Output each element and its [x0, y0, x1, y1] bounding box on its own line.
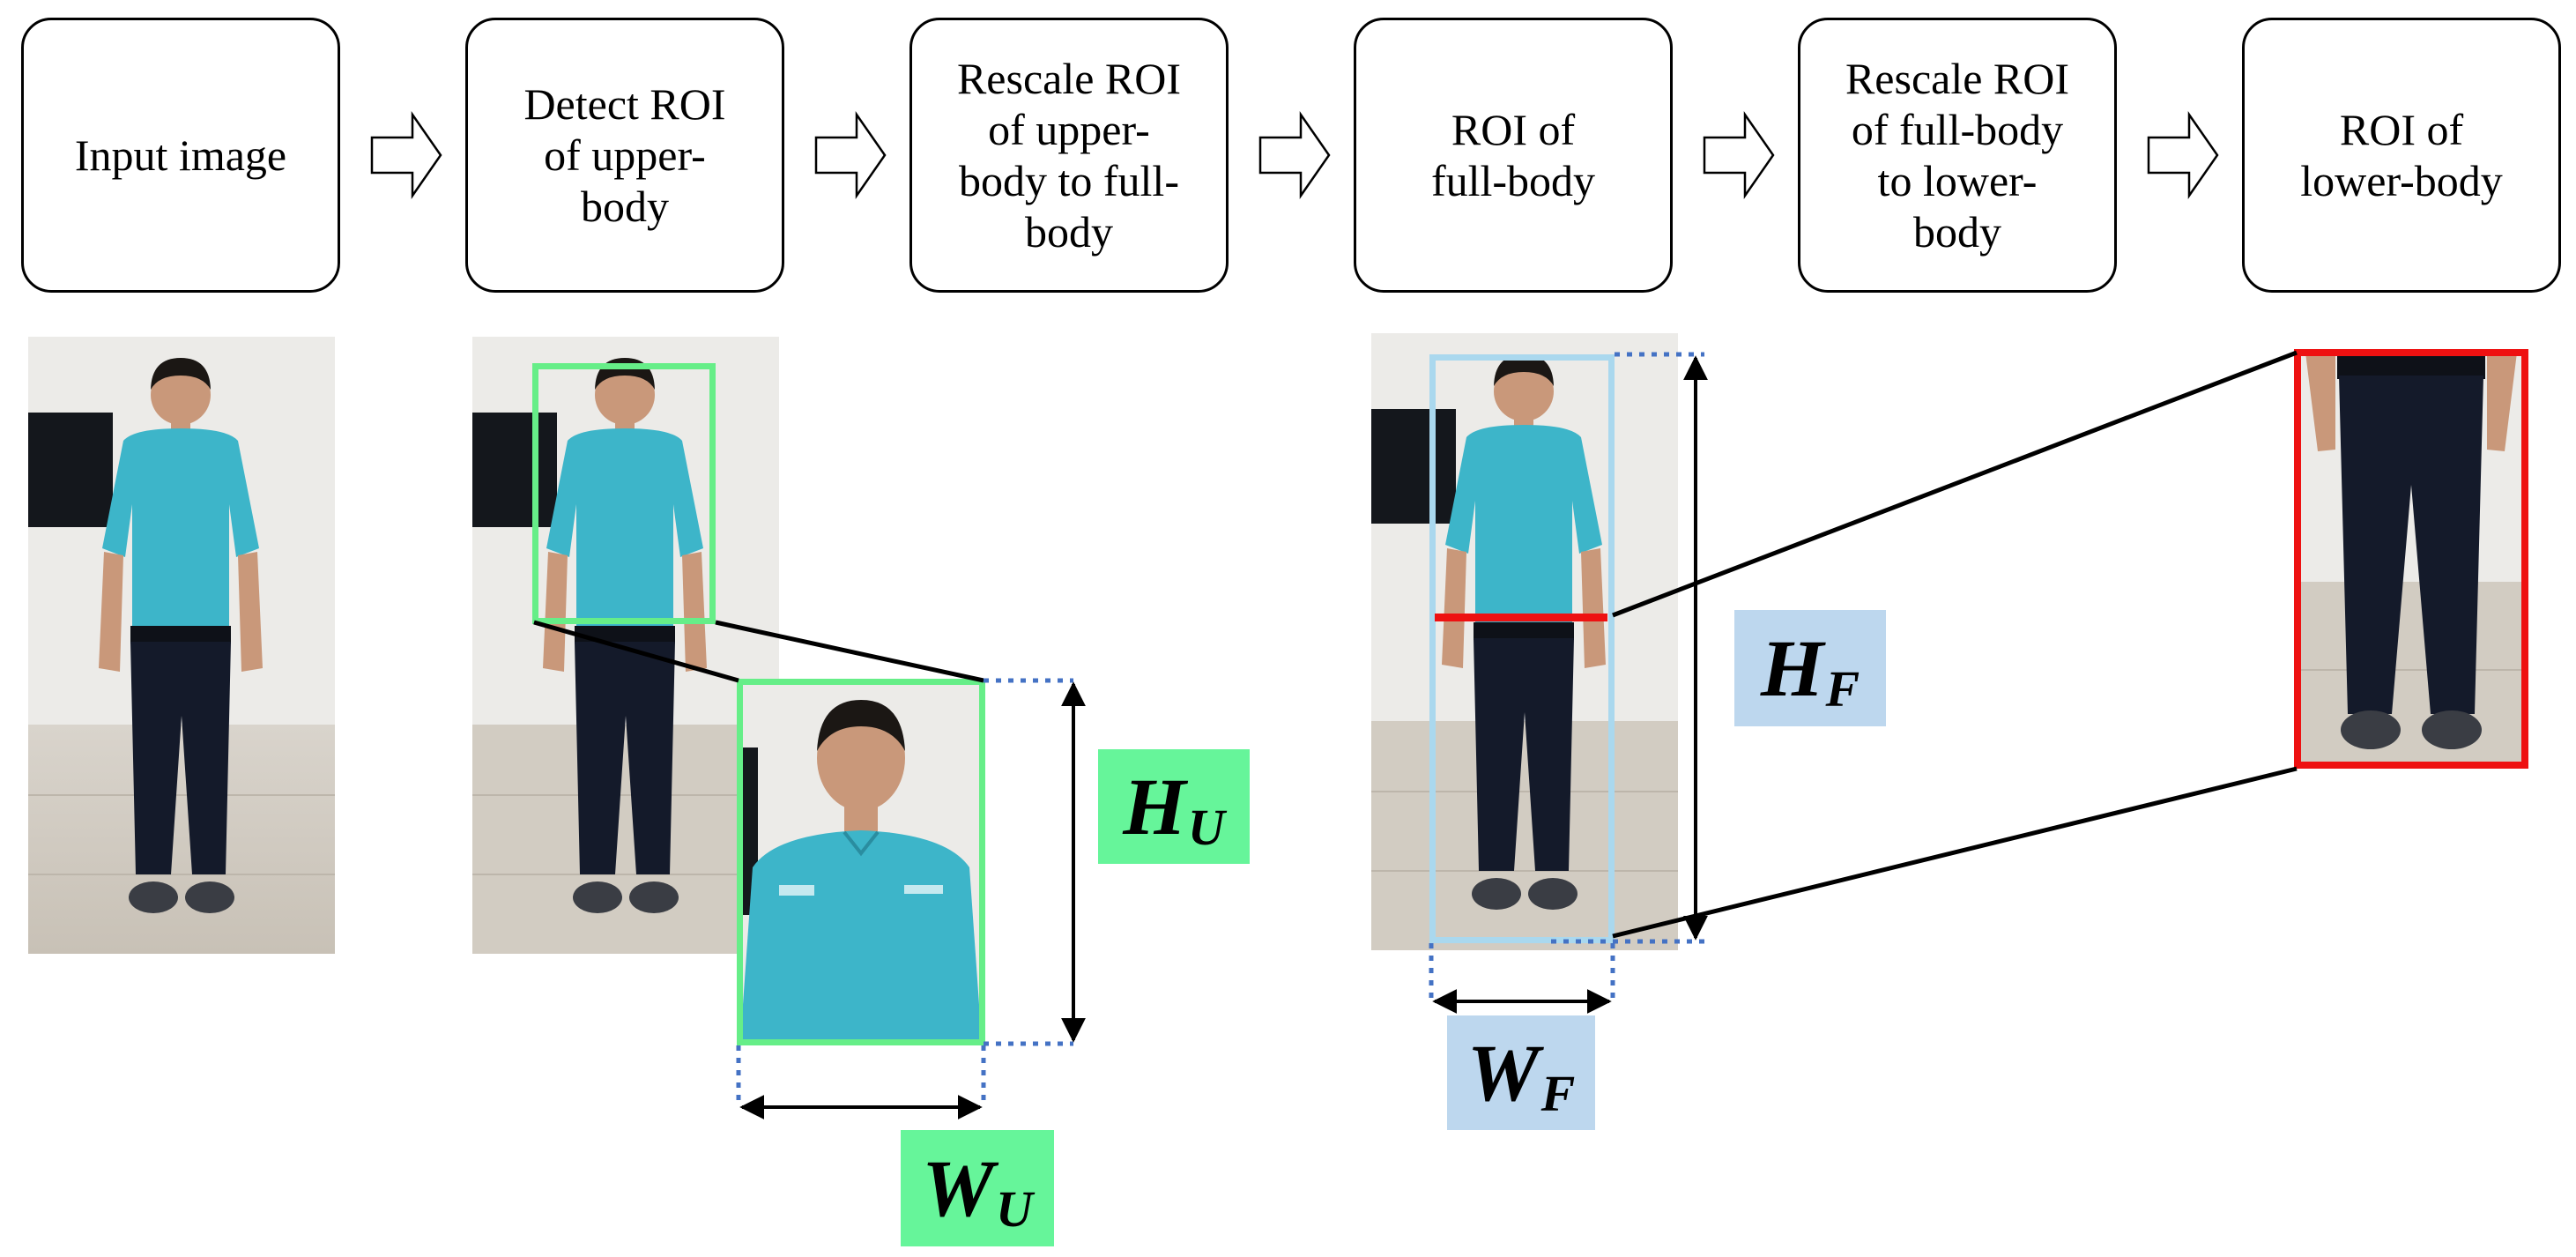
step-detect-upper-roi-box: Detect ROI of upper- body: [465, 18, 784, 293]
waist-cut-line: [1435, 614, 1607, 621]
full-width-symbol: W: [1466, 1028, 1540, 1118]
upper-height-symbol: H: [1123, 762, 1186, 852]
lower-body-crop-photo: [2300, 353, 2522, 763]
upper-body-crop-photo: [740, 681, 982, 1042]
flow-arrow-icon: [814, 111, 887, 199]
input-person-photo: [28, 337, 335, 954]
upper-body-roi-box: [532, 363, 716, 624]
step-rescale-upper-to-full-box: Rescale ROI of upper- body to full- body: [909, 18, 1229, 293]
step-rescale-full-to-lower-box: Rescale ROI of full-body to lower- body: [1798, 18, 2117, 293]
step-lower-body-roi-box: ROI of lower-body: [2242, 18, 2561, 293]
flow-arrow-icon: [1703, 111, 1775, 199]
full-width-subscript: F: [1540, 1065, 1576, 1122]
step-rescale-full-to-lower-label: Rescale ROI of full-body to lower- body: [1845, 54, 2070, 257]
step-full-body-roi-label: ROI of full-body: [1430, 105, 1596, 205]
full-body-roi-box: [1429, 354, 1615, 943]
full-height-symbol: H: [1760, 623, 1824, 713]
step-detect-upper-roi-label: Detect ROI of upper- body: [523, 79, 726, 231]
lower-projection-line: [1612, 766, 2298, 939]
rescaled-upper-roi-box: [737, 679, 985, 1045]
upper-width-subscript: U: [995, 1180, 1033, 1238]
step-lower-body-roi-label: ROI of lower-body: [2300, 105, 2503, 205]
step-input-image-box: Input image: [21, 18, 340, 293]
lower-body-roi-box: [2294, 349, 2528, 769]
lower-projection-line: [1612, 350, 2298, 618]
step-full-body-roi-box: ROI of full-body: [1354, 18, 1673, 293]
upper-height-subscript: U: [1187, 799, 1225, 856]
full-height-subscript: F: [1825, 660, 1860, 718]
upper-width-symbol: W: [922, 1143, 994, 1233]
flow-arrow-icon: [2147, 111, 2219, 199]
flow-arrow-icon: [1258, 111, 1331, 199]
step-input-image-label: Input image: [74, 130, 287, 180]
step-rescale-upper-to-full-label: Rescale ROI of upper- body to full- body: [956, 54, 1182, 257]
flow-arrow-icon: [370, 111, 442, 199]
